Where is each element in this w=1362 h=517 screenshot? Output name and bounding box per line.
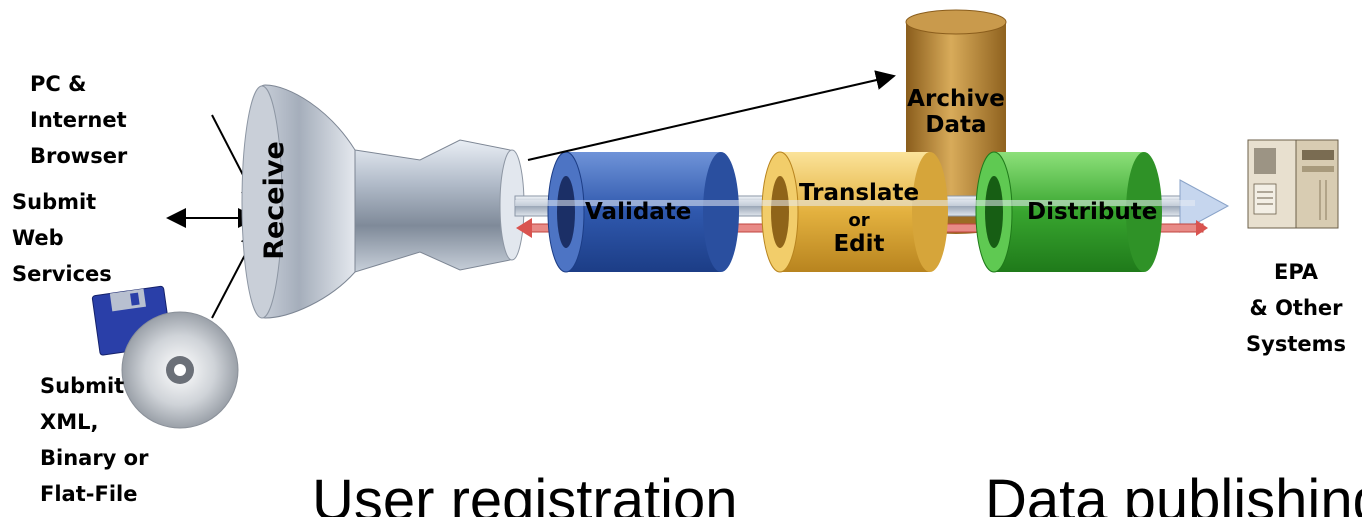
file-submit-label-line-1: Submit <box>40 374 125 398</box>
destination-label-line-3: Systems <box>1246 332 1346 356</box>
translate-cylinder <box>761 151 948 273</box>
browser-label-line-1: PC & <box>30 72 87 96</box>
translate-label-word: Translate <box>798 180 920 206</box>
file-submit-label-line-4: Flat-File <box>40 482 138 506</box>
data-publishing-heading: Data publishing <box>985 468 1362 517</box>
web-services-label-line-2: Web <box>12 226 64 250</box>
web-services-label-line-3: Services <box>12 262 112 286</box>
archive-arrow <box>527 70 896 161</box>
validate-label: Validate <box>585 199 692 225</box>
destination-label-line-1: EPA <box>1273 260 1319 284</box>
user-registration-heading: User registration <box>312 468 738 517</box>
distribute-cylinder <box>975 151 1162 273</box>
browser-label-line-3: Browser <box>30 144 128 168</box>
translate-label: Translate or Edit <box>784 180 934 257</box>
file-submit-input-label: Submit XML, Binary or Flat-File <box>40 368 148 512</box>
cd-disc-icon <box>121 311 239 429</box>
web-services-input-label: Submit Web Services <box>12 184 112 292</box>
file-submit-label-line-3: Binary or <box>40 446 149 470</box>
browser-input-label: PC & Internet Browser <box>30 66 127 174</box>
browser-label-line-2: Internet <box>30 108 127 132</box>
file-submit-label-line-2: XML, <box>40 410 99 434</box>
web-services-label-line-1: Submit <box>12 190 97 214</box>
archive-label: Archive Data <box>906 86 1006 138</box>
translate-edit-word: Edit <box>833 231 885 257</box>
archive-label-line-1: Archive <box>907 86 1005 112</box>
receive-label: Receive <box>258 141 290 260</box>
translate-or-word: or <box>848 210 870 231</box>
destination-label: EPA & Other Systems <box>1230 254 1362 362</box>
archive-label-line-2: Data <box>925 112 987 138</box>
distribute-label: Distribute <box>1027 199 1158 225</box>
receive-funnel <box>241 84 525 319</box>
destination-label-line-2: & Other <box>1249 296 1343 320</box>
server-computer-icon <box>1247 139 1339 229</box>
validate-cylinder <box>547 151 739 273</box>
